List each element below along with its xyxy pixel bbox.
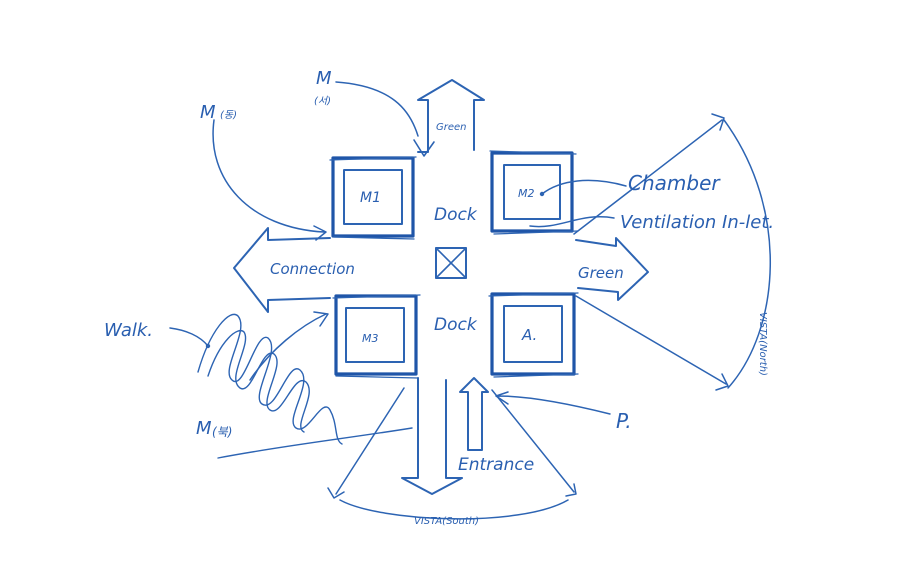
label-ventilation: Ventilation In-let. — [620, 212, 774, 233]
walk-leader — [169, 327, 209, 347]
vista-south-lines — [327, 387, 577, 520]
label-m2: M2 — [518, 187, 535, 200]
pavilion-a — [488, 292, 579, 378]
label-p: P. — [616, 409, 632, 433]
label-m-top: M — [316, 68, 332, 89]
pavilion-m2 — [489, 150, 579, 235]
ventilation-leader — [529, 216, 615, 228]
center-square — [435, 247, 467, 279]
label-vista-south: VISTA(South) — [414, 516, 479, 527]
label-m-left: M — [200, 102, 216, 123]
label-vista-north: VISTA(North) — [757, 312, 768, 376]
label-green-right: Green — [578, 264, 624, 282]
m-b-leader — [249, 311, 329, 381]
label-m-b-sub: (북) — [212, 425, 232, 439]
connection-arrow — [233, 227, 331, 313]
chamber-leader — [541, 179, 627, 195]
vista-north-lines — [573, 113, 771, 391]
pavilion-m3 — [332, 294, 421, 379]
label-dock-top: Dock — [434, 205, 478, 225]
label-chamber: Chamber — [628, 171, 721, 195]
p-leader — [495, 391, 611, 415]
green-up-arrow — [417, 79, 485, 153]
ground-line — [217, 427, 413, 459]
entrance-arrow — [459, 377, 489, 451]
label-green-top: Green — [436, 122, 467, 133]
label-m-top-sub: (서) — [314, 95, 331, 107]
label-walk: Walk. — [104, 320, 153, 341]
label-m-left-sub: (동) — [220, 110, 237, 121]
label-entrance: Entrance — [458, 455, 534, 475]
label-dock-bottom: Dock — [434, 315, 478, 335]
down-arrow — [401, 377, 463, 495]
green-right-arrow — [575, 237, 649, 301]
m-left-leader — [212, 119, 327, 241]
label-m1: M1 — [360, 190, 381, 206]
pavilion-m1 — [329, 156, 417, 240]
label-a: A. — [521, 326, 537, 344]
label-m3: M3 — [362, 332, 379, 345]
m-top-leader — [335, 81, 419, 137]
label-connection: Connection — [270, 260, 355, 278]
label-m-b: M — [196, 418, 212, 439]
